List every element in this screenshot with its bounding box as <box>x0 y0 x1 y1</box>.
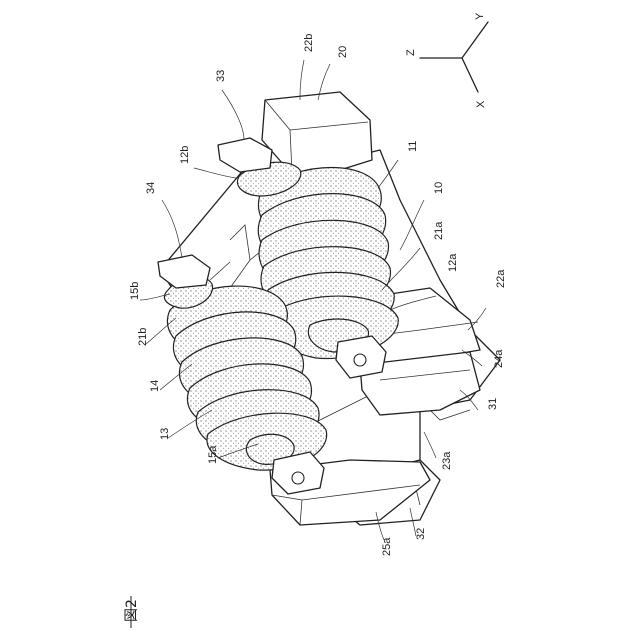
label-12a: 12a <box>447 253 459 272</box>
label-21a: 21a <box>433 221 445 240</box>
label-15a: 15a <box>207 445 219 464</box>
axis-y-label: Y <box>474 12 486 20</box>
label-31: 31 <box>487 398 499 410</box>
label-34: 34 <box>145 182 157 194</box>
label-14: 14 <box>149 380 161 392</box>
label-22a: 22a <box>495 269 507 288</box>
label-10: 10 <box>433 182 445 194</box>
label-24a: 24a <box>493 349 505 368</box>
label-21b: 21b <box>137 328 149 346</box>
axis-z-label: Z <box>405 49 417 56</box>
y-axis-line <box>462 22 488 58</box>
label-13: 13 <box>159 428 171 440</box>
label-12b: 12b <box>179 146 191 164</box>
label-22b: 22b <box>303 34 315 52</box>
figure-caption: 図2 <box>124 599 140 622</box>
label-25a: 25a <box>381 537 393 556</box>
axis-x-label: X <box>475 100 487 108</box>
label-11: 11 <box>407 141 419 152</box>
axis-triad: Y Z X <box>405 12 488 108</box>
label-20: 20 <box>337 46 349 58</box>
label-15b: 15b <box>129 282 141 300</box>
label-23a: 23a <box>441 451 453 470</box>
x-axis-line <box>462 58 478 92</box>
label-32: 32 <box>415 528 427 540</box>
label-33: 33 <box>215 70 227 82</box>
